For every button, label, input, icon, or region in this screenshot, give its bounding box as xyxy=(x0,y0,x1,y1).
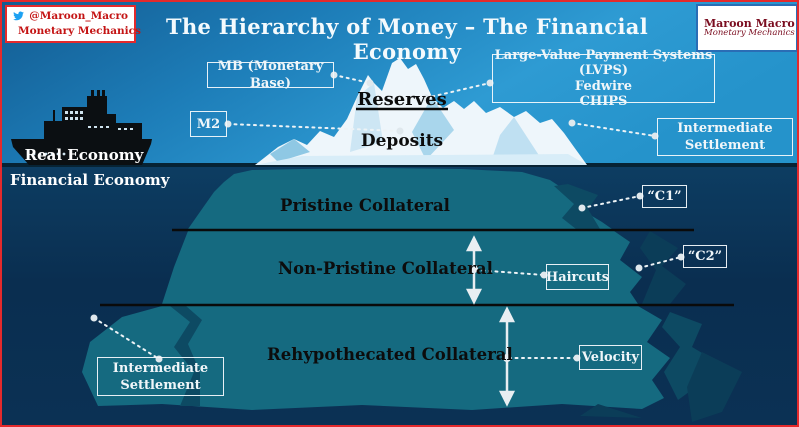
lvps-line2: Fedwire xyxy=(574,78,633,94)
mb-callout-box: MB (Monetary Base) xyxy=(207,59,334,91)
m2-callout-box: M2 xyxy=(190,111,227,137)
velocity-range-arrow xyxy=(498,306,516,407)
connector-c2 xyxy=(638,256,682,269)
rehypothecated-section-shape xyxy=(82,306,742,422)
m2-label: M2 xyxy=(196,116,221,132)
haircut-range-arrow xyxy=(465,235,483,305)
c1-callout-box: “C1” xyxy=(642,185,687,208)
pristine-section-shape xyxy=(188,168,612,229)
brand-name: Monetary Mechanics xyxy=(18,25,141,37)
intermediate-settlement-upper-label: Intermediate Settlement xyxy=(677,121,773,153)
iceberg-above-water xyxy=(255,58,587,165)
ship-icon xyxy=(11,90,152,165)
velocity-callout-box: Velocity xyxy=(579,345,642,370)
haircuts-callout-box: Haircuts xyxy=(546,264,609,290)
lvps-line3: CHIPS xyxy=(579,94,628,109)
connector-mb xyxy=(333,74,371,84)
connector-haircuts xyxy=(475,269,545,276)
real-economy-label: Real Economy xyxy=(24,146,144,164)
page-title: The Hierarchy of Money – The Financial E… xyxy=(166,14,648,64)
reserves-label: Reserves xyxy=(357,89,447,110)
twitter-handle: @Maroon_Macro xyxy=(29,10,128,22)
non-pristine-collateral-label: Non-Pristine Collateral xyxy=(278,259,493,278)
deposits-label: Deposits xyxy=(360,131,444,151)
intermediate-settlement-lower-label: Intermediate Settlement xyxy=(112,360,209,393)
mb-label: MB (Monetary Base) xyxy=(217,59,324,91)
rehypothecated-collateral-label: Rehypothecated Collateral xyxy=(267,345,513,364)
connector-lvps xyxy=(425,82,491,99)
connector-intermediate-upper xyxy=(571,122,656,137)
intermediate-settlement-upper-box: Intermediate Settlement xyxy=(657,118,793,156)
haircuts-label: Haircuts xyxy=(545,269,610,285)
twitter-bird-icon xyxy=(13,11,24,21)
connector-intermediate-lower xyxy=(93,317,160,360)
connector-m2 xyxy=(227,123,401,132)
maroon-macro-badge: Maroon Macro Monetary Mechanics xyxy=(696,4,797,52)
twitter-row: @Maroon_Macro xyxy=(13,10,128,22)
author-badge: @Maroon_Macro Monetary Mechanics xyxy=(5,5,141,43)
lvps-callout-box: Large-Value Payment Systems (LVPS) Fedwi… xyxy=(492,48,715,109)
financial-economy-label: Financial Economy xyxy=(10,171,170,189)
lvps-line1: Large-Value Payment Systems (LVPS) xyxy=(494,47,713,79)
intermediate-settlement-lower-box: Intermediate Settlement xyxy=(97,357,224,396)
non-pristine-section-shape xyxy=(162,231,686,304)
velocity-label: Velocity xyxy=(581,350,640,365)
pristine-collateral-label: Pristine Collateral xyxy=(280,196,450,215)
badge-subtitle: Monetary Mechanics xyxy=(704,28,795,39)
c2-label: “C2” xyxy=(687,249,723,264)
substack-row: Monetary Mechanics xyxy=(13,24,141,38)
c2-callout-box: “C2” xyxy=(683,245,727,268)
badge-title: Maroon Macro xyxy=(704,16,795,30)
c1-label: “C1” xyxy=(647,189,682,204)
